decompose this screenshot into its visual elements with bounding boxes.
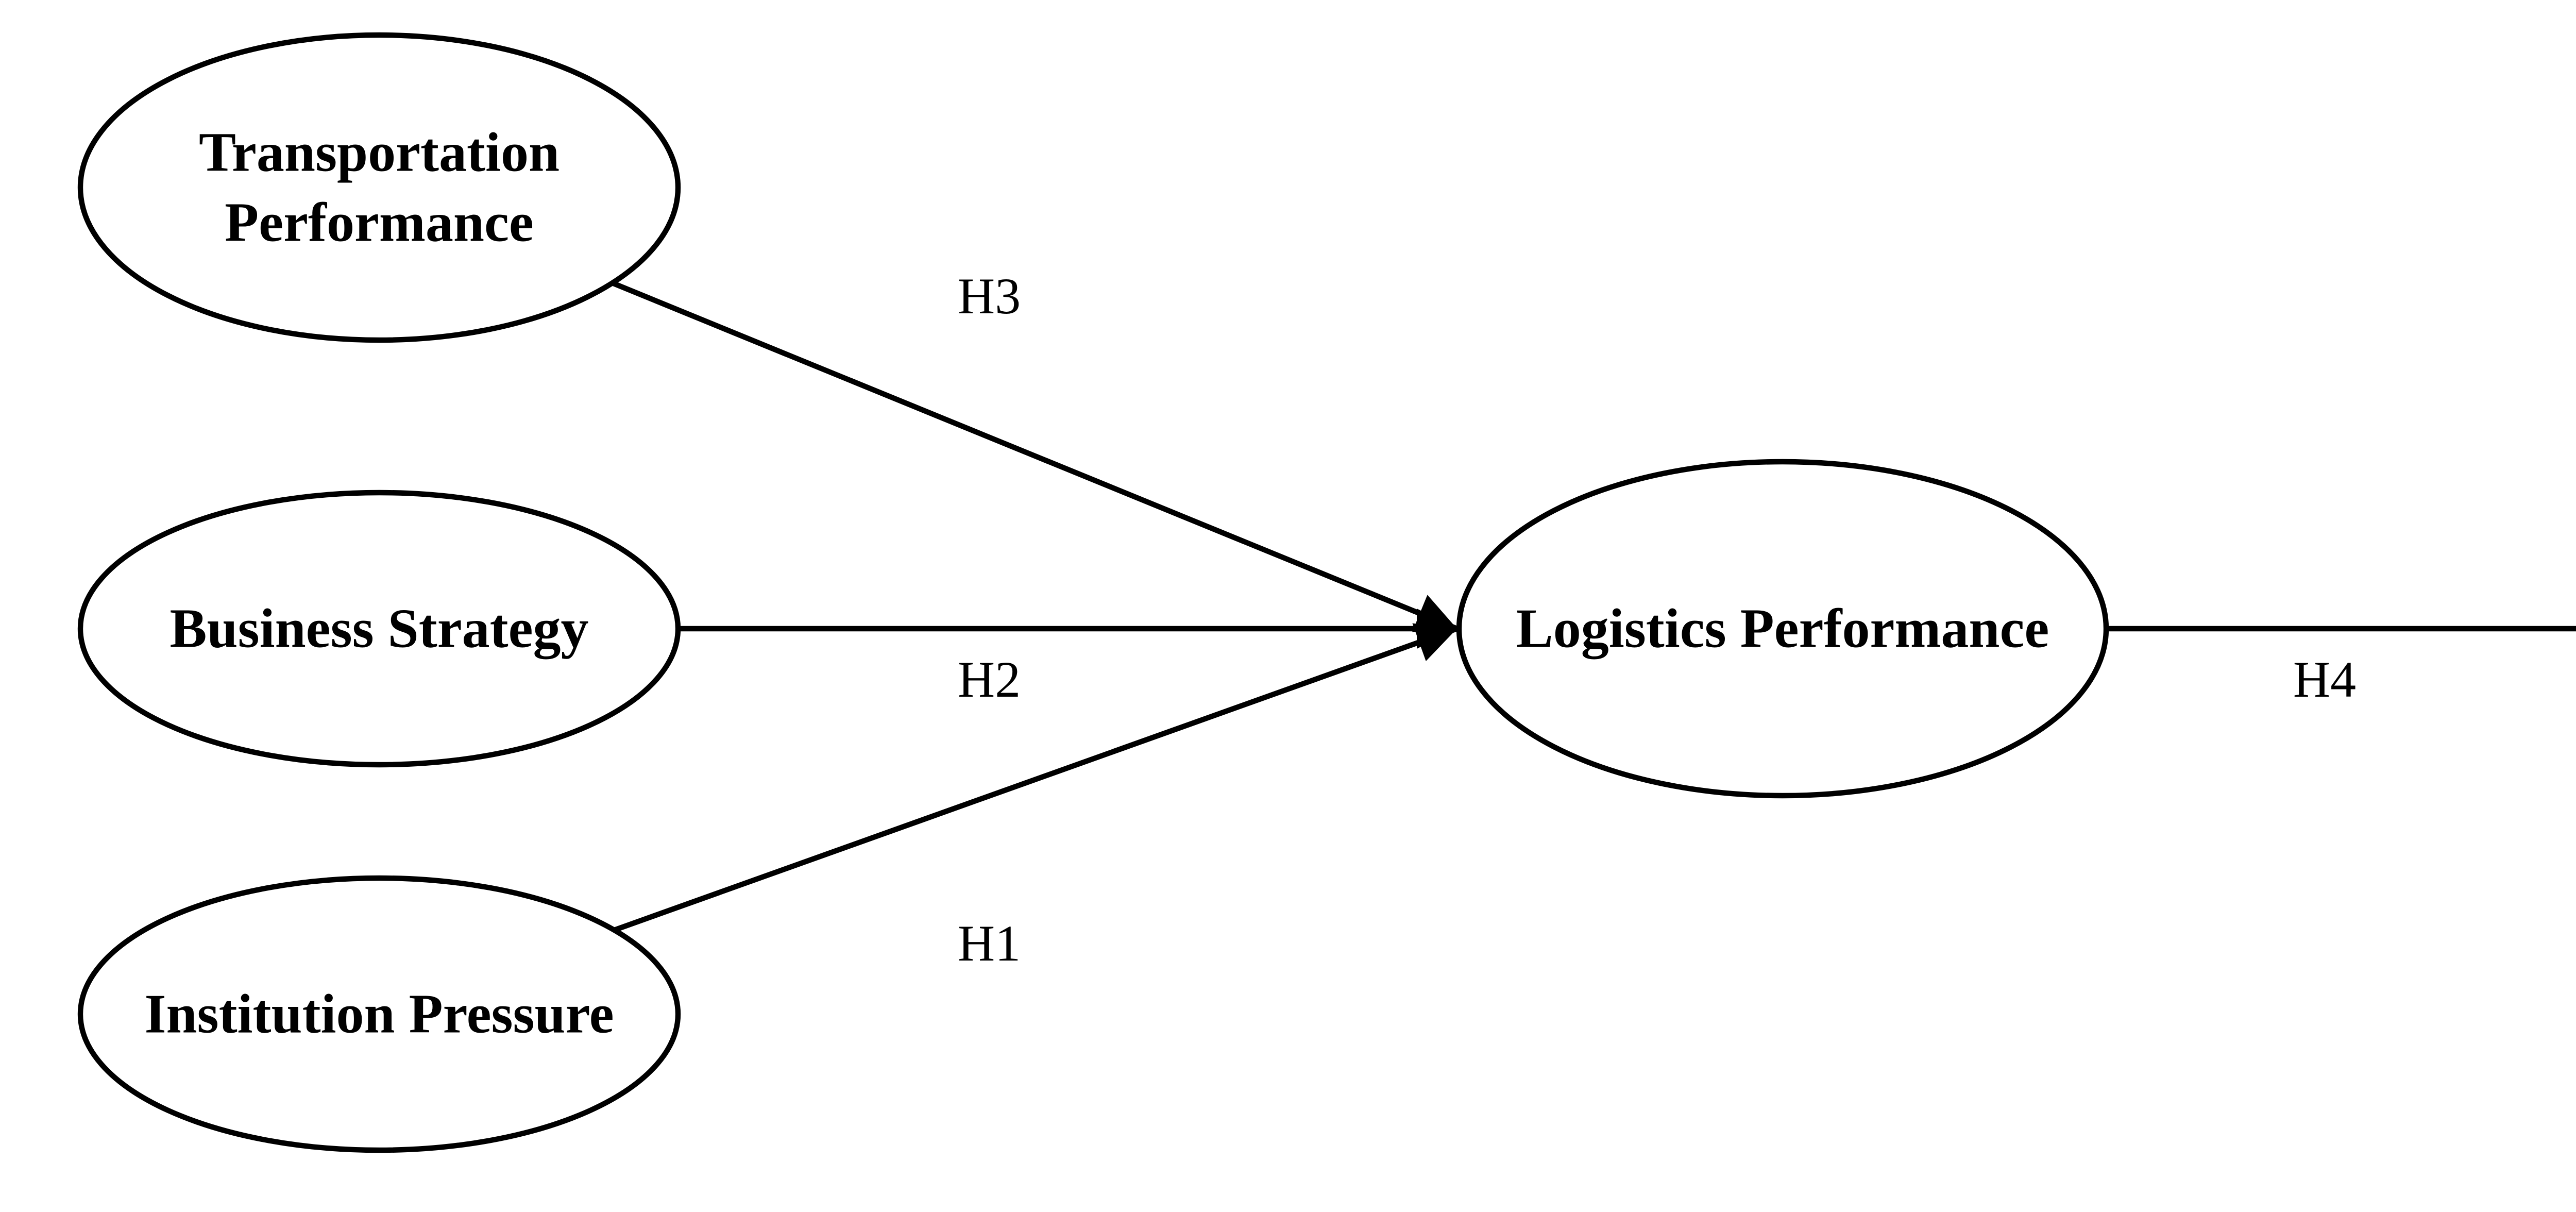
node-transportation-performance <box>77 32 681 343</box>
node-label-institution-pressure: Institution Pressure <box>144 984 614 1045</box>
node-label-business-strategy: Business Strategy <box>170 598 588 660</box>
edge-label-h4: H4 <box>2293 651 2356 708</box>
edge-label-h2: H2 <box>958 651 1021 708</box>
node-label-transportation-performance-line-1: Transportation <box>199 122 560 183</box>
edge-label-h1: H1 <box>958 915 1021 972</box>
edge-label-h3: H3 <box>958 267 1021 325</box>
node-institution-pressure <box>77 875 681 1153</box>
node-business-strategy <box>77 490 681 768</box>
node-label-transportation-performance-line-2: Performance <box>225 192 534 254</box>
node-logistics-performance <box>1456 459 2109 799</box>
node-label-logistics-performance: Logistics Performance <box>1516 598 2049 660</box>
